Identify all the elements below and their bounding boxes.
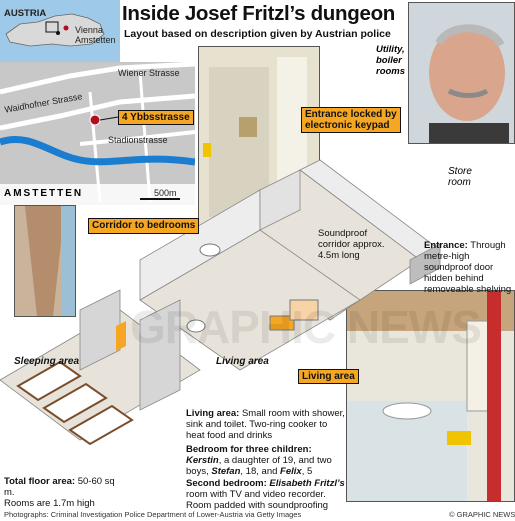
brick-wall-1 — [79, 289, 121, 371]
page-subtitle: Layout based on description given by Aus… — [124, 28, 391, 40]
austria-label: AUSTRIA — [4, 8, 47, 19]
bed-1 — [16, 360, 82, 402]
bathroom-photo — [346, 290, 515, 502]
amstetten-inset-label: Amstetten — [75, 35, 116, 45]
stadionstrasse-label: Stadionstrasse — [108, 135, 168, 145]
entrance-callout: Entrance: Through metre-high soundproof … — [424, 240, 512, 295]
amstetten-dot — [63, 25, 69, 31]
house-marker — [89, 114, 101, 126]
street-waidhofner-strasse — [0, 93, 195, 131]
dungeon-door-photo — [198, 46, 320, 228]
street-stadionstrasse — [79, 130, 195, 146]
brick-wall-2 — [139, 299, 181, 411]
entrance-locked-label: Entrance locked by electronic keypad — [301, 107, 401, 133]
river — [0, 135, 195, 166]
second-bedroom-callout: Second bedroom: Elisabeth Fritzl’s room … — [186, 478, 345, 511]
austria-inset-map — [0, 0, 120, 62]
scale-label: 500m — [154, 188, 177, 198]
page-title: Inside Josef Fritzl’s dungeon — [122, 2, 396, 25]
wiener-strasse-label: Wiener Strasse — [118, 68, 180, 78]
store-room-label: Store room — [448, 166, 472, 188]
bed-2 — [42, 382, 108, 424]
address-label: 4 Ybbsstrasse — [118, 110, 194, 125]
soundproof-corridor-label: Soundproof corridor approx. 4.5m long — [318, 228, 385, 261]
living-area-callout: Living area: Small room with shower, sin… — [186, 408, 345, 441]
hidden-door — [409, 243, 441, 285]
living-area-label: Living area — [216, 356, 269, 367]
corridor-photo — [14, 205, 76, 317]
portrait-photo — [408, 2, 515, 144]
utility-boiler-label: Utility, boiler rooms — [376, 44, 406, 77]
vienna-label: Vienna — [75, 25, 103, 35]
amstetten-city-map — [0, 62, 195, 205]
floor-area-callout: Total floor area: 50-60 sq m.Rooms are 1… — [4, 476, 115, 509]
doorway — [116, 321, 126, 351]
table — [289, 299, 319, 321]
sleeping-area-label: Sleeping area — [14, 356, 80, 367]
toilet — [186, 319, 206, 333]
cooker — [269, 315, 295, 331]
copyright: © GRAPHIC NEWS — [449, 510, 515, 519]
floor-plan-3d — [0, 159, 441, 446]
watermark: GRAPHIC NEWS — [130, 301, 482, 353]
photo-credit: Photographs: Criminal Investigation Poli… — [4, 510, 302, 519]
inset-locator-box — [45, 21, 59, 33]
corridor-label: Corridor to bedrooms — [88, 218, 200, 234]
austria-shape — [5, 13, 105, 47]
bedroom-callout: Bedroom for three children: Kerstin, a d… — [186, 444, 332, 477]
bed-3 — [68, 404, 134, 446]
living-area-tag: Living area — [298, 369, 359, 384]
street-wiener-strasse — [0, 62, 195, 95]
sink — [199, 243, 221, 257]
town-label: AMSTETTEN — [4, 188, 84, 199]
